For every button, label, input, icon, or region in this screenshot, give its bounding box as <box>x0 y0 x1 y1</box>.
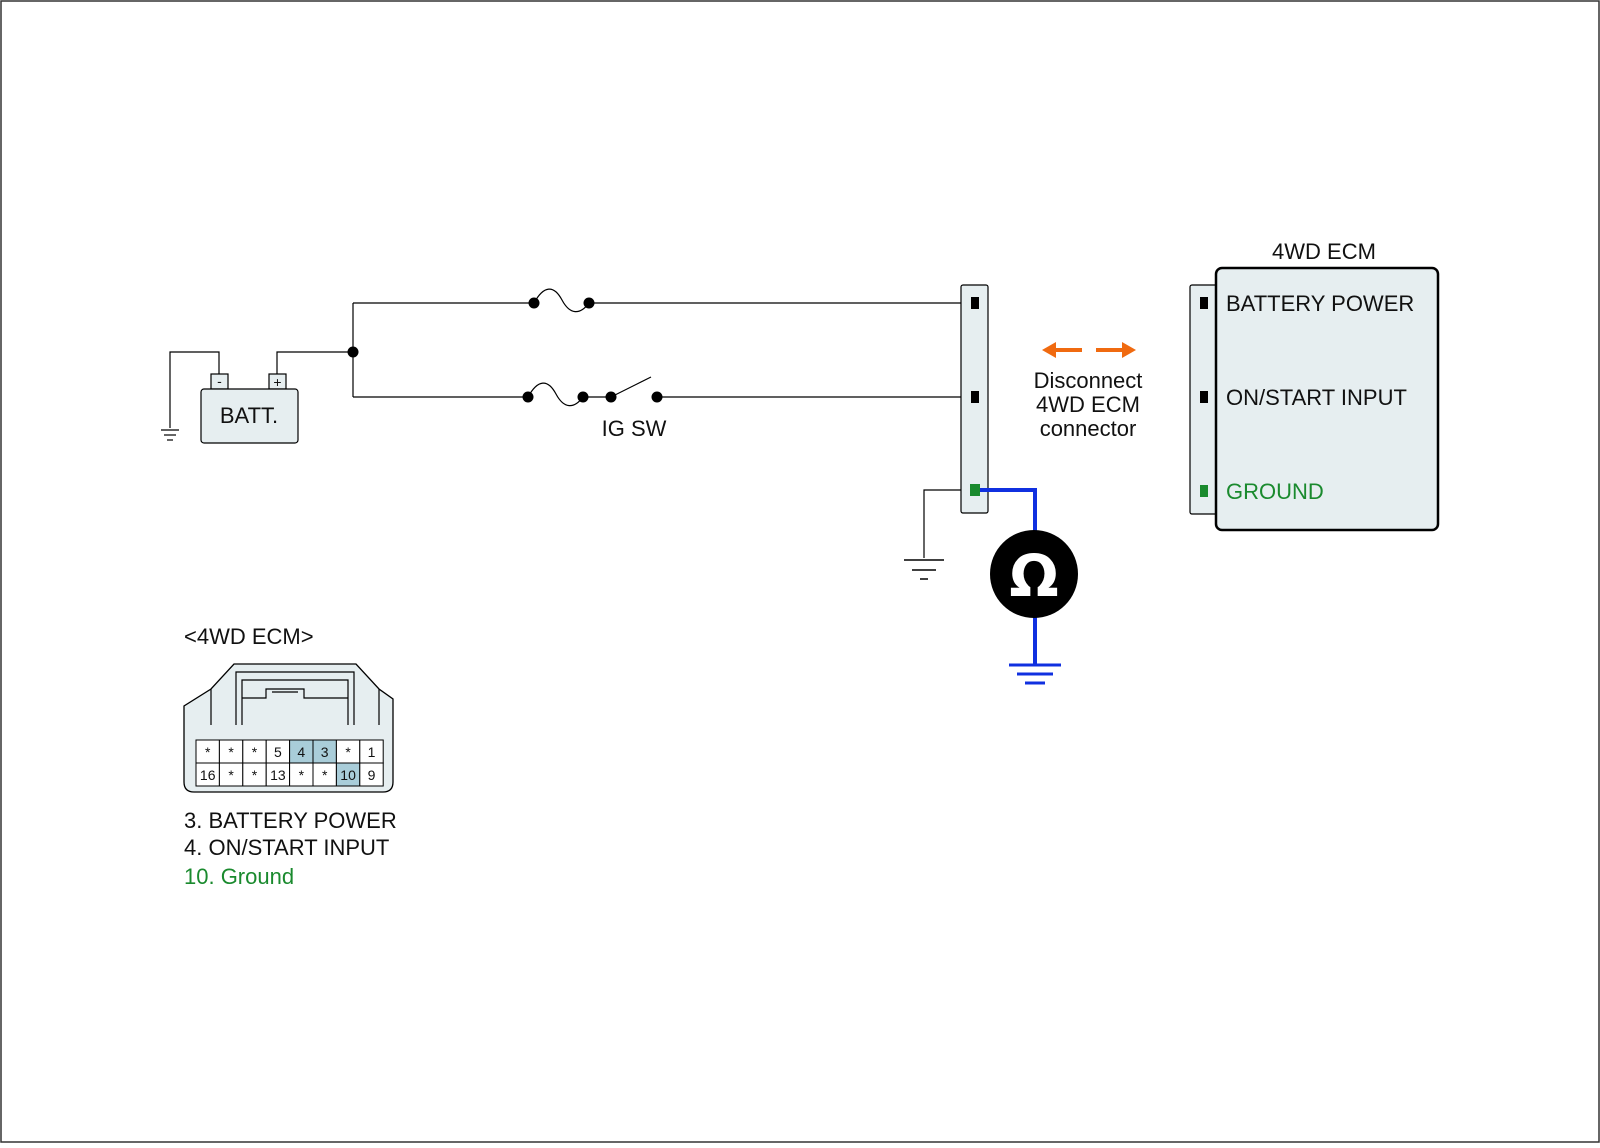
legend-item-battery: 3. BATTERY POWER <box>184 808 397 833</box>
harness-pin-battery <box>971 297 979 309</box>
harness-ground-wire <box>923 489 966 558</box>
disconnect-arrow-left-icon <box>1042 342 1082 358</box>
ohm-icon: Ω <box>1009 542 1058 610</box>
battery-positive-wire <box>276 351 353 376</box>
power-wiring: IG SW <box>347 288 966 441</box>
note-line-3: connector <box>1040 416 1137 441</box>
junction-node <box>347 346 359 358</box>
battery-body <box>200 388 299 444</box>
legend-item-ground: 10. Ground <box>184 864 294 889</box>
pin-number: * <box>228 744 234 760</box>
pin-number: 3 <box>321 744 329 760</box>
disconnect-note: Disconnect 4WD ECM connector <box>1034 342 1143 441</box>
ohmmeter: Ω <box>970 484 1078 685</box>
pin-cell <box>359 762 384 787</box>
pin-number: * <box>322 767 328 783</box>
note-line-2: 4WD ECM <box>1036 392 1140 417</box>
ignition-switch-label: IG SW <box>602 416 667 441</box>
ecm-body <box>1214 266 1440 532</box>
disconnect-arrow-right-icon <box>1096 342 1136 358</box>
harness-pin-ignition <box>971 391 979 403</box>
legend-item-ignition: 4. ON/START INPUT <box>184 835 389 860</box>
probe-ground-symbol <box>1009 663 1061 685</box>
harness-ground-symbol <box>904 559 944 580</box>
fuse-battery <box>533 288 590 313</box>
pin-number: * <box>205 744 211 760</box>
pin-number: 5 <box>274 744 282 760</box>
ignition-switch-blade <box>610 376 652 398</box>
pin-number: 10 <box>340 767 356 783</box>
ecm-pin-battery <box>1200 297 1208 309</box>
battery-label: BATT. <box>220 403 278 428</box>
pin-number: * <box>228 767 234 783</box>
ecm-pin-ignition <box>1200 391 1208 403</box>
note-line-1: Disconnect <box>1034 368 1143 393</box>
pin-number: 1 <box>368 744 376 760</box>
battery: - + BATT. <box>161 351 353 444</box>
ecm-title: 4WD ECM <box>1272 239 1376 264</box>
pin-number: * <box>345 744 351 760</box>
harness-pin-ground <box>970 484 980 496</box>
battery-plus-sign: + <box>273 374 281 390</box>
pin-number: 13 <box>270 767 286 783</box>
connector-latch <box>242 688 348 699</box>
pin-number: * <box>299 767 305 783</box>
pin-legend: 3. BATTERY POWER 4. ON/START INPUT 10. G… <box>184 808 397 889</box>
battery-ground-wire <box>169 351 220 428</box>
probe-wire-positive <box>975 488 1037 538</box>
pin-number: 4 <box>297 744 305 760</box>
fuse-ignition <box>527 382 584 407</box>
battery-minus-sign: - <box>217 373 222 389</box>
ecm-pin-label-battery: BATTERY POWER <box>1226 291 1414 316</box>
pin-number: 16 <box>200 767 216 783</box>
connector-title: <4WD ECM> <box>184 624 314 649</box>
ecm-pin-label-ignition: ON/START INPUT <box>1226 385 1407 410</box>
pin-number: * <box>252 767 258 783</box>
pin-number: 9 <box>368 767 376 783</box>
ohmmeter-body <box>990 530 1078 618</box>
ecm-pin-label-ground: GROUND <box>1226 479 1324 504</box>
harness-connector <box>904 284 989 580</box>
pin-number: * <box>252 744 258 760</box>
ecm-pin-ground <box>1200 485 1208 497</box>
ecm-module: 4WD ECM BATTERY POWER ON/START INPUT GRO… <box>1189 239 1440 532</box>
battery-ground-symbol <box>161 429 179 441</box>
